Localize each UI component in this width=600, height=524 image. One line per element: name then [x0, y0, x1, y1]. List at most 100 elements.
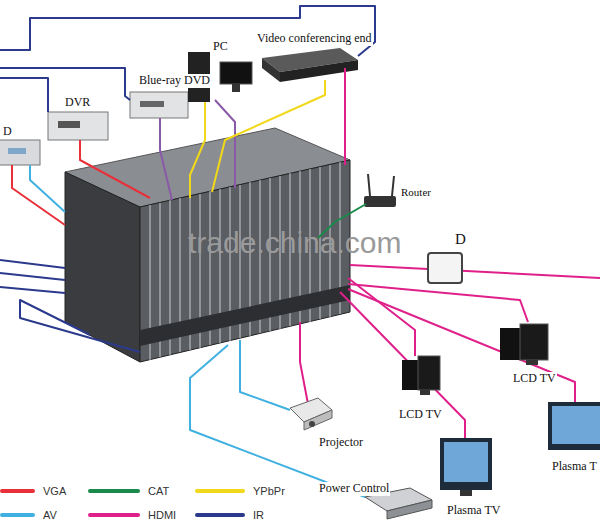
hdmi-wire — [340, 292, 465, 438]
device-label: Projector — [318, 436, 364, 450]
ir-wire — [20, 300, 140, 352]
vga-wire — [80, 140, 150, 198]
chassis-front — [140, 160, 350, 362]
device-node: Power Control — [318, 478, 391, 496]
plasma-tv — [548, 402, 600, 450]
hdmi-wire — [344, 68, 346, 165]
ir-wire — [0, 78, 48, 112]
unit-side — [262, 58, 280, 82]
device-label: Router — [400, 186, 432, 199]
ir-wire — [0, 273, 65, 280]
dvr-device — [48, 112, 108, 140]
device-node: Blue-ray DVD — [138, 70, 211, 88]
device-body — [0, 140, 40, 165]
wires — [0, 6, 600, 497]
legend-swatch — [0, 513, 35, 517]
legend-item: CAT — [88, 484, 200, 498]
device-node: Router — [400, 182, 432, 200]
monitor-stand — [232, 84, 240, 92]
tv-frame — [548, 402, 600, 450]
video-conference-unit — [262, 48, 358, 82]
device-node: Plasma TV — [446, 500, 502, 518]
projector-front — [304, 410, 332, 430]
legend-swatch — [88, 489, 140, 493]
bluray-player — [130, 92, 188, 118]
projector-device — [290, 398, 332, 430]
tv-screen — [418, 356, 440, 390]
legend-text: AV — [43, 508, 57, 522]
ypbpr-wire — [212, 80, 325, 192]
device-label: Plasma TV — [446, 504, 501, 518]
hdmi-wire — [300, 322, 308, 404]
av-wire — [240, 340, 290, 410]
legend-text: CAT — [148, 484, 169, 498]
device-display — [58, 121, 80, 128]
legend-text: IR — [253, 508, 264, 522]
legend-item: YPbPr — [195, 484, 305, 498]
device-display — [140, 101, 164, 107]
lcd-tv — [500, 324, 548, 365]
ypbpr-wire — [190, 102, 205, 198]
legend-swatch — [195, 489, 245, 493]
legend-text: YPbPr — [253, 484, 285, 498]
ir-wire — [0, 6, 375, 56]
legend-swatch — [195, 513, 245, 517]
device-label: D — [2, 125, 13, 139]
legend-swatch — [88, 513, 140, 517]
tv-stand — [420, 390, 430, 395]
device-node: Video conferencing end — [256, 28, 373, 46]
device-label: PC — [212, 40, 229, 54]
device-node: PC — [212, 36, 229, 54]
router-body — [364, 196, 396, 207]
router-antenna — [368, 174, 370, 196]
lcd-tv — [402, 356, 440, 395]
device-label: DVR — [64, 96, 91, 110]
device-node: D — [454, 230, 467, 249]
hdmi-wire — [348, 289, 575, 402]
legend-text: VGA — [43, 484, 66, 498]
tv-screen — [500, 328, 522, 360]
device-label: Plasma T — [551, 460, 598, 474]
router-antenna — [392, 176, 394, 196]
tablet-body — [428, 253, 462, 283]
device-node: LCD TV — [398, 404, 443, 422]
av-wire — [160, 118, 172, 200]
device-node: Projector — [318, 432, 364, 450]
tv-screen — [444, 442, 488, 482]
legend-item: VGA — [0, 484, 95, 498]
device-label: Blue-ray DVD — [138, 74, 211, 88]
vga-wire — [12, 165, 65, 225]
device-label: LCD TV — [398, 408, 443, 422]
tv-screen — [520, 324, 548, 360]
device-label: Power Control — [318, 482, 390, 496]
pc-monitor — [220, 62, 252, 84]
device-node: D — [2, 121, 13, 139]
legend-item: AV — [0, 508, 95, 522]
device-body — [48, 112, 108, 140]
dvd-player — [0, 140, 40, 165]
device-label: D — [454, 231, 467, 248]
device-display — [8, 148, 26, 154]
tv-stand — [460, 490, 472, 496]
device-body — [130, 92, 188, 118]
hdmi-wire — [350, 265, 600, 278]
hdmi-wire — [348, 284, 528, 322]
legend-item: IR — [195, 508, 305, 522]
av-wire — [190, 345, 365, 497]
tv-stand — [526, 360, 538, 365]
projector-lens — [309, 421, 315, 427]
av-wire — [30, 165, 65, 212]
router-device — [364, 174, 396, 207]
watermark: trade.china.com — [188, 226, 401, 260]
controller-front — [387, 500, 432, 519]
tv-frame — [440, 438, 492, 490]
tablet-device — [428, 253, 462, 283]
device-label: Video conferencing end — [256, 32, 373, 46]
ir-wire — [0, 260, 65, 268]
tv-screen — [552, 406, 600, 444]
port-strip — [140, 285, 350, 346]
device-node: Plasma T — [551, 456, 598, 474]
legend-item: HDMI — [88, 508, 200, 522]
